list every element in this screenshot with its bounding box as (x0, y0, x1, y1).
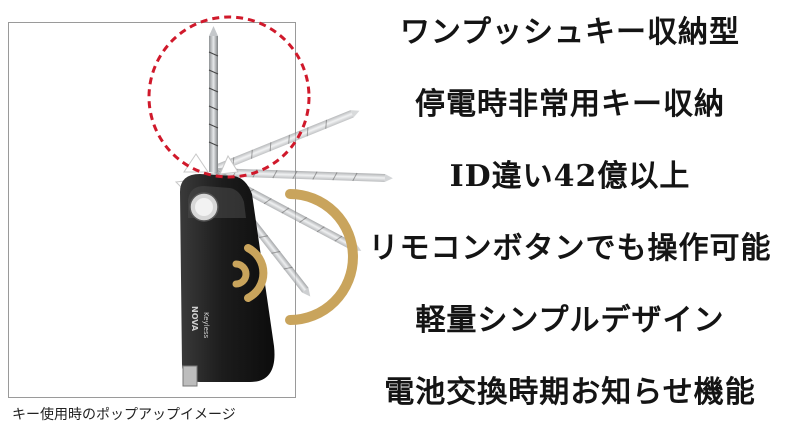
feature-item: ID違い42億以上 (449, 159, 691, 194)
remote-key-fob: NOVA Keyless (180, 174, 275, 387)
feature-list: ワンプッシュキー収納型 停電時非常用キー収納 ID違い42億以上 リモコンボタン… (350, 0, 790, 440)
key-ring-loop (182, 365, 198, 387)
popup-key-illustration: NOVA Keyless (147, 15, 393, 387)
feature-item: ワンプッシュキー収納型 (399, 15, 741, 50)
figure-caption: キー使用時のポップアップイメージ (12, 407, 236, 423)
fob-subbrand-label: Keyless (202, 312, 210, 339)
highlight-circle (147, 15, 311, 179)
feature-item: 停電時非常用キー収納 (415, 87, 725, 122)
key-blade-extended (208, 26, 219, 172)
signal-wave-icon (232, 189, 358, 325)
feature-item: 軽量シンプルデザイン (415, 303, 725, 338)
key-blade-ghost (211, 110, 360, 174)
feature-item: リモコンボタンでも操作可能 (368, 231, 772, 266)
feature-item: 電池交換時期お知らせ機能 (384, 375, 756, 410)
fob-brand-label: NOVA (190, 306, 199, 332)
